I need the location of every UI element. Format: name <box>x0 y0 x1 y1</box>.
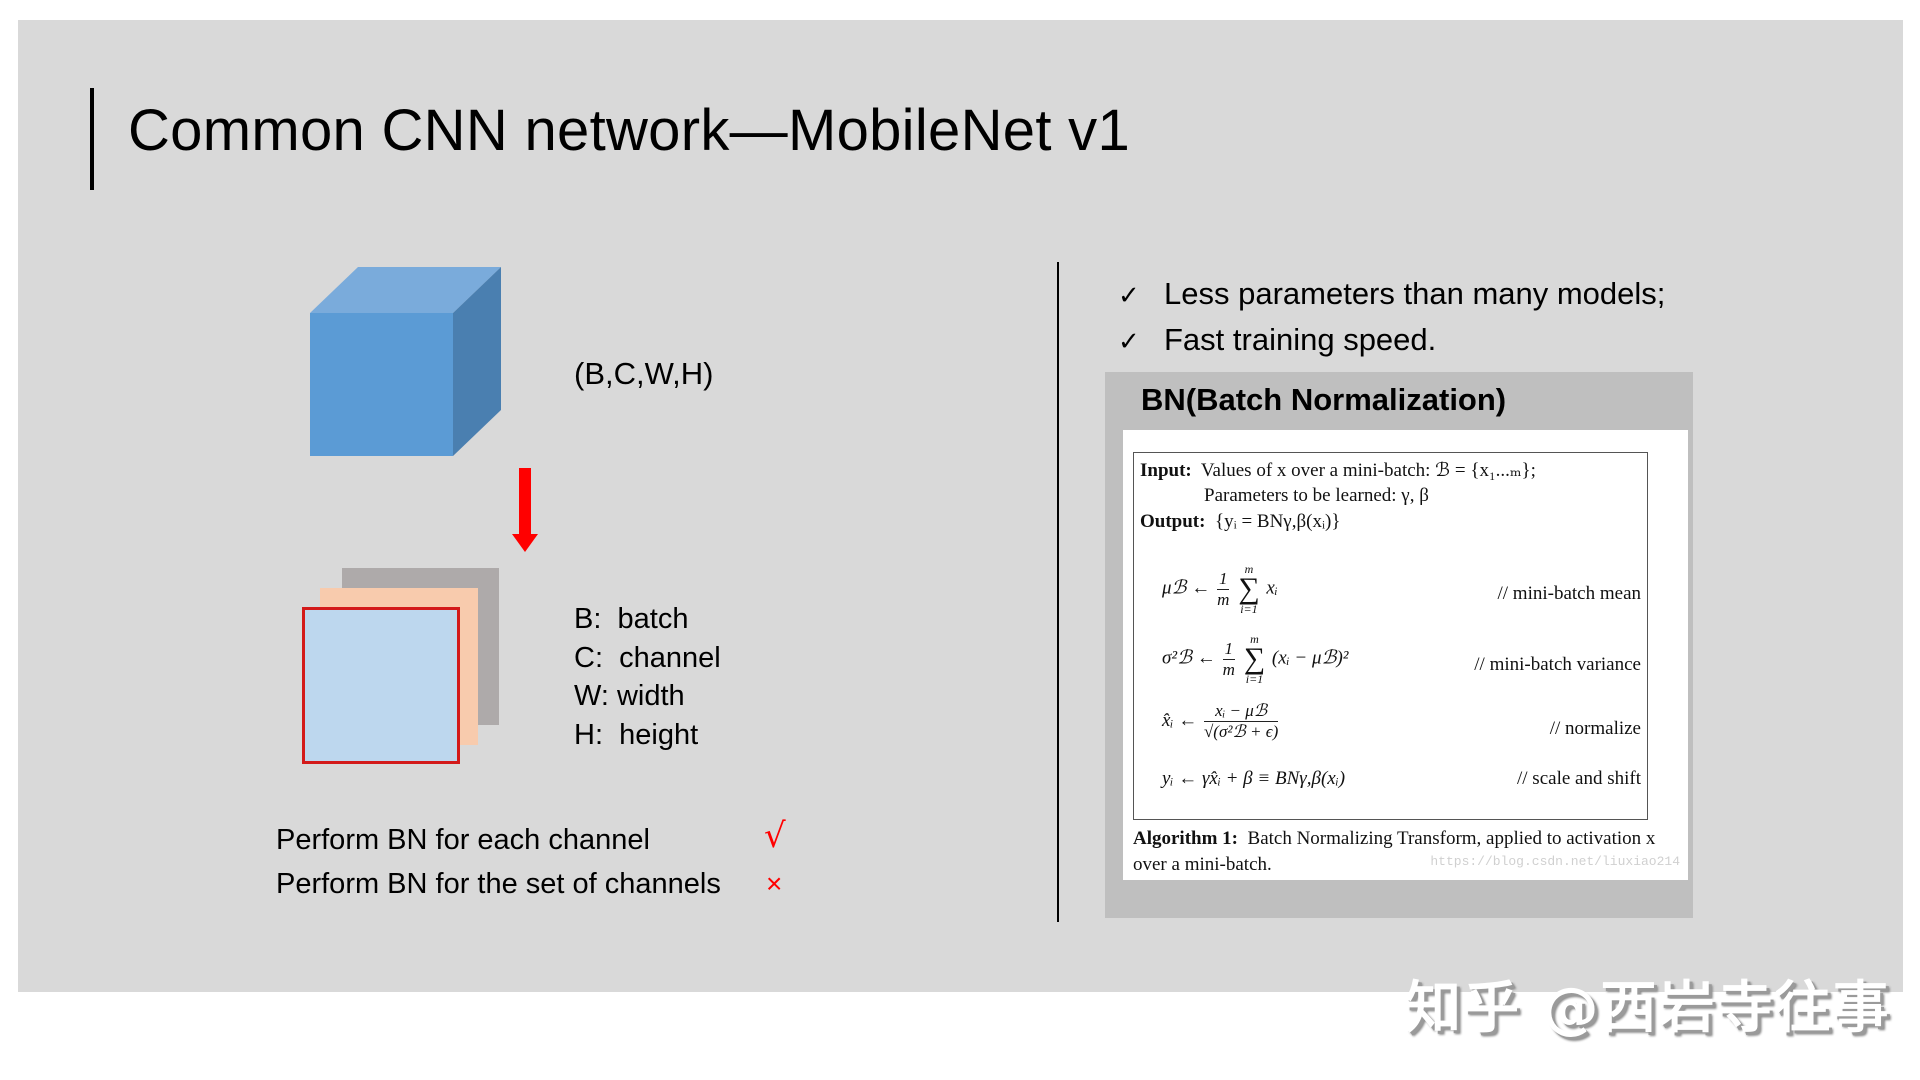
page-title: Common CNN network—MobileNet v1 <box>128 98 1131 163</box>
tensor-cube-icon <box>310 267 501 456</box>
cross-mark-icon: × <box>766 868 783 899</box>
advantages-list: ✓Less parameters than many models; ✓Fast… <box>1118 272 1665 364</box>
comment-scale-shift: // scale and shift <box>1517 768 1641 789</box>
bn-option-each-channel: Perform BN for each channel √ <box>276 816 786 856</box>
tensor-shape-label: (B,C,W,H) <box>574 356 714 391</box>
source-watermark: https://blog.csdn.net/liuxiao214 <box>1430 854 1680 869</box>
legend-item-batch: B: batch <box>574 603 689 635</box>
bullet-item: ✓Fast training speed. <box>1118 318 1665 364</box>
eq-normalize: x̂ᵢ ← xᵢ − μℬ√(σ²ℬ + ϵ) <box>1162 701 1279 741</box>
comment-mean: // mini-batch mean <box>1497 583 1641 604</box>
algorithm-caption: Algorithm 1: Batch Normalizing Transform… <box>1133 828 1656 875</box>
algorithm-figure: Input: Values of x over a mini-batch: ℬ … <box>1123 430 1688 880</box>
bn-panel: BN(Batch Normalization) Input: Values of… <box>1105 372 1693 918</box>
algo-params: Parameters to be learned: γ, β <box>1204 485 1429 506</box>
legend-item-height: H: height <box>574 718 699 751</box>
eq-scale-shift: yᵢ ← γx̂ᵢ + β ≡ BNγ,β(xᵢ) <box>1162 768 1346 789</box>
channel-layer-highlighted <box>302 607 460 764</box>
checkmark-icon: ✓ <box>1118 327 1140 357</box>
algorithm-box: Input: Values of x over a mini-batch: ℬ … <box>1133 452 1648 820</box>
down-arrow-icon <box>512 468 538 552</box>
checkmark-icon: ✓ <box>1118 281 1140 311</box>
bn-panel-title: BN(Batch Normalization) <box>1141 382 1507 417</box>
legend-item-channel: C: channel <box>574 641 721 674</box>
comment-variance: // mini-batch variance <box>1474 654 1641 675</box>
bullet-item: ✓Less parameters than many models; <box>1118 272 1665 318</box>
check-mark-icon: √ <box>764 816 786 856</box>
legend-item-width: W: width <box>574 680 685 712</box>
title-accent-bar <box>90 88 94 190</box>
bn-option-set-of-channels: Perform BN for the set of channels × <box>276 862 796 906</box>
dimension-legend: B: batch C: channel W: width H: height <box>574 600 721 754</box>
algo-input: Input: Values of x over a mini-batch: ℬ … <box>1140 460 1536 481</box>
comment-normalize: // normalize <box>1549 718 1641 739</box>
zhihu-watermark: 知乎 @西岩寺往事 <box>1405 976 1891 1041</box>
algo-output: Output: {yᵢ = BNγ,β(xᵢ)} <box>1140 511 1341 532</box>
bn-options-list: Perform BN for each channel √ Perform BN… <box>276 816 796 906</box>
vertical-divider <box>1057 262 1059 922</box>
